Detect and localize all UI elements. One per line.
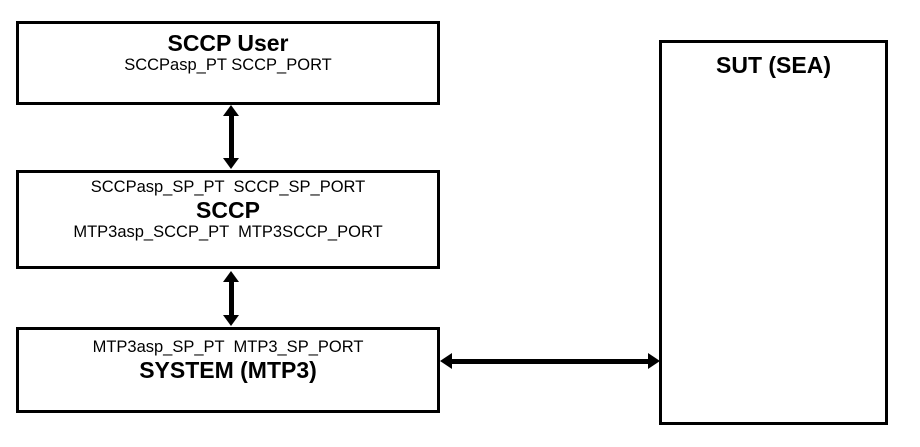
arrow-shaft bbox=[229, 113, 234, 161]
arrow-head-up-icon bbox=[223, 271, 239, 282]
arrow-sccp-to-system bbox=[223, 271, 240, 326]
node-sut-text: SUT (SEA) bbox=[662, 43, 885, 78]
arrow-head-down-icon bbox=[223, 315, 239, 326]
arrow-shaft bbox=[229, 279, 234, 318]
arrow-shaft bbox=[449, 359, 651, 364]
arrow-sccp-user-to-sccp bbox=[223, 105, 240, 169]
node-system-mtp3-title: SYSTEM (MTP3) bbox=[139, 357, 317, 383]
node-sccp-ports-below: MTP3asp_SCCP_PT MTP3SCCP_PORT bbox=[73, 223, 383, 241]
node-sccp: SCCPasp_SP_PT SCCP_SP_PORT SCCP MTP3asp_… bbox=[16, 170, 440, 269]
node-sccp-user-ports-below: SCCPasp_PT SCCP_PORT bbox=[124, 56, 332, 74]
node-sut-title: SUT (SEA) bbox=[716, 52, 831, 78]
node-sccp-user: SCCP User SCCPasp_PT SCCP_PORT bbox=[16, 21, 440, 105]
node-sccp-user-title: SCCP User bbox=[167, 30, 289, 56]
arrow-system-to-sut bbox=[440, 353, 660, 370]
node-sut: SUT (SEA) bbox=[659, 40, 888, 425]
node-sccp-text: SCCPasp_SP_PT SCCP_SP_PORT SCCP MTP3asp_… bbox=[19, 173, 437, 242]
arrow-head-up-icon bbox=[223, 105, 239, 116]
node-system-mtp3-ports-above: MTP3asp_SP_PT MTP3_SP_PORT bbox=[92, 338, 364, 356]
arrow-head-down-icon bbox=[223, 158, 239, 169]
arrow-head-right-icon bbox=[648, 353, 660, 369]
node-system-mtp3-text: MTP3asp_SP_PT MTP3_SP_PORT SYSTEM (MTP3) bbox=[19, 330, 437, 383]
node-sccp-user-text: SCCP User SCCPasp_PT SCCP_PORT bbox=[19, 24, 437, 75]
node-sccp-title: SCCP bbox=[196, 197, 260, 223]
arrow-head-left-icon bbox=[440, 353, 452, 369]
node-sccp-ports-above: SCCPasp_SP_PT SCCP_SP_PORT bbox=[90, 178, 366, 196]
node-system-mtp3: MTP3asp_SP_PT MTP3_SP_PORT SYSTEM (MTP3) bbox=[16, 327, 440, 413]
